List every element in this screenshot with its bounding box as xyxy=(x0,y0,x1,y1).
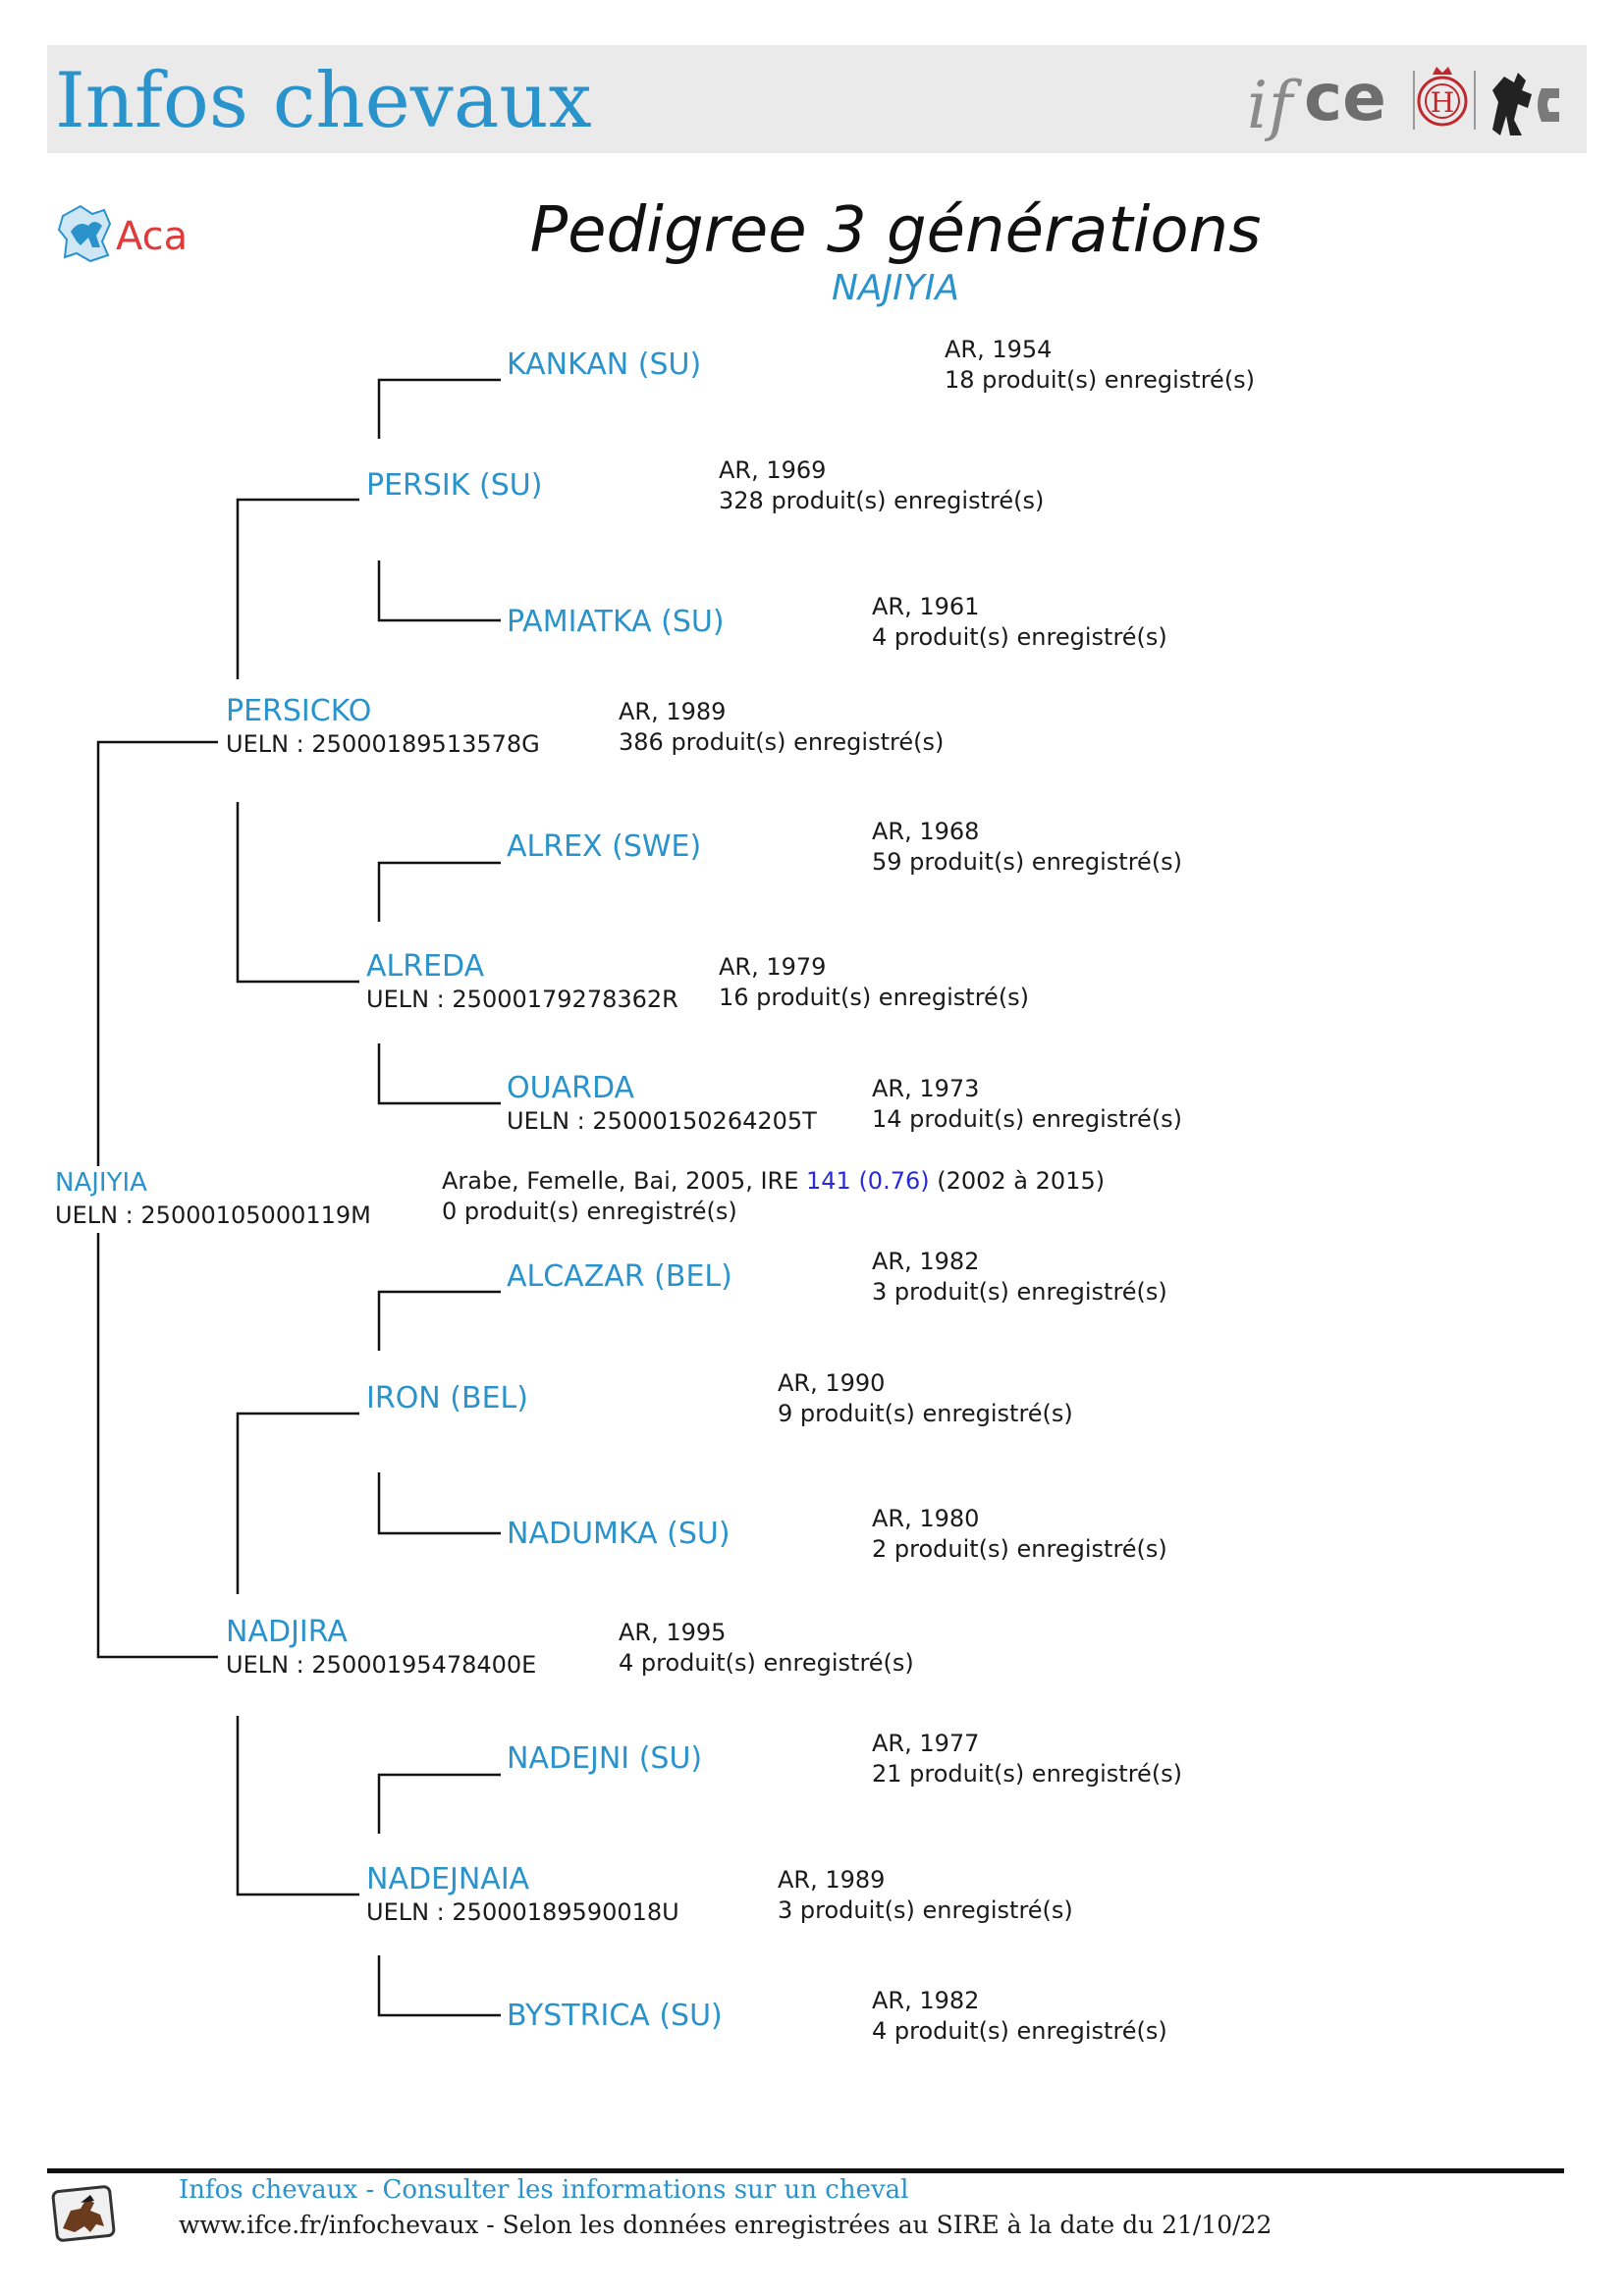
great-grandparent-name-link[interactable]: KANKAN (SU) xyxy=(507,347,702,382)
subject-products: 0 produit(s) enregistré(s) xyxy=(442,1198,737,1225)
sire-products: 386 produit(s) enregistré(s) xyxy=(619,728,945,756)
great-grandparent-node: OUARDA UELN : 25000150264205T xyxy=(507,1072,817,1137)
great-grandparent-name-link[interactable]: PAMIATKA (SU) xyxy=(507,605,725,639)
grandparent-breed-year: AR, 1990 xyxy=(778,1369,886,1397)
svg-text:i: i xyxy=(1247,68,1268,143)
great-grandparent-products: 59 produit(s) enregistré(s) xyxy=(872,848,1183,876)
grandparent-products: 328 produit(s) enregistré(s) xyxy=(719,487,1045,514)
subject-info: Arabe, Femelle, Bai, 2005, IRE 141 (0.76… xyxy=(442,1166,1105,1227)
great-grandparent-products: 2 produit(s) enregistré(s) xyxy=(872,1535,1167,1563)
tablet-horse-icon xyxy=(51,2185,116,2242)
great-grandparent-breed-year: AR, 1977 xyxy=(872,1730,980,1757)
page-title: Pedigree 3 générations xyxy=(529,194,1262,267)
great-grandparent-breed-year: AR, 1973 xyxy=(872,1075,980,1102)
sire-ueln: UELN : 25000189513578G xyxy=(226,730,540,758)
dam-info: AR, 1995 4 produit(s) enregistré(s) xyxy=(619,1618,914,1679)
great-grandparent-name-link[interactable]: ALCAZAR (BEL) xyxy=(507,1259,732,1294)
great-grandparent-node: BYSTRICA (SU) xyxy=(507,2000,723,2033)
dam-name-link[interactable]: NADJIRA xyxy=(226,1615,348,1649)
great-grandparent-info: AR, 1973 14 produit(s) enregistré(s) xyxy=(872,1074,1182,1135)
great-grandparent-node: NADEJNI (SU) xyxy=(507,1742,702,1776)
subject-info-suffix: (2002 à 2015) xyxy=(929,1167,1106,1195)
sire-name-link[interactable]: PERSICKO xyxy=(226,694,372,728)
great-grandparent-info: AR, 1968 59 produit(s) enregistré(s) xyxy=(872,817,1182,878)
ire-link[interactable]: 141 (0.76) xyxy=(806,1167,930,1195)
grandparent-node: IRON (BEL) xyxy=(366,1382,528,1415)
grandparent-info: AR, 1979 16 produit(s) enregistré(s) xyxy=(719,952,1029,1013)
subject-ueln: UELN : 25000105000119M xyxy=(55,1201,371,1229)
aca-logo[interactable]: Aca xyxy=(57,202,194,265)
subject-node: NAJIYIA UELN : 25000105000119M xyxy=(55,1166,371,1231)
dam-breed-year: AR, 1995 xyxy=(619,1619,727,1646)
great-grandparent-node: NADUMKA (SU) xyxy=(507,1518,731,1551)
great-grandparent-name-link[interactable]: NADUMKA (SU) xyxy=(507,1517,731,1551)
svg-text:Aca: Aca xyxy=(116,214,188,259)
svg-text:H: H xyxy=(1431,86,1454,119)
grandparent-info: AR, 1990 9 produit(s) enregistré(s) xyxy=(778,1368,1073,1429)
great-grandparent-name-link[interactable]: ALREX (SWE) xyxy=(507,829,702,864)
grandparent-node: PERSIK (SU) xyxy=(366,469,542,503)
great-grandparent-breed-year: AR, 1980 xyxy=(872,1505,980,1532)
grandparent-products: 9 produit(s) enregistré(s) xyxy=(778,1400,1073,1427)
great-grandparent-products: 4 produit(s) enregistré(s) xyxy=(872,623,1167,651)
grandparent-info: AR, 1989 3 produit(s) enregistré(s) xyxy=(778,1865,1073,1926)
sire-info: AR, 1989 386 produit(s) enregistré(s) xyxy=(619,697,944,758)
great-grandparent-breed-year: AR, 1968 xyxy=(872,818,980,845)
grandparent-breed-year: AR, 1979 xyxy=(719,953,827,981)
grandparent-products: 3 produit(s) enregistré(s) xyxy=(778,1896,1073,1924)
ifce-logo[interactable]: i f ce H xyxy=(1247,51,1591,149)
dam-products: 4 produit(s) enregistré(s) xyxy=(619,1649,914,1677)
subject-name-link[interactable]: NAJIYIA xyxy=(55,1168,147,1198)
great-grandparent-ueln: UELN : 25000150264205T xyxy=(507,1107,817,1135)
great-grandparent-node: ALCAZAR (BEL) xyxy=(507,1260,732,1294)
great-grandparent-products: 4 produit(s) enregistré(s) xyxy=(872,2017,1167,2045)
grandparent-breed-year: AR, 1989 xyxy=(778,1866,886,1894)
svg-text:ce: ce xyxy=(1304,60,1386,135)
footer-source-note: www.ifce.fr/infochevaux - Selon les donn… xyxy=(179,2211,1272,2239)
grandparent-node: ALREDA UELN : 25000179278362R xyxy=(366,950,678,1015)
grandparent-products: 16 produit(s) enregistré(s) xyxy=(719,984,1030,1011)
grandparent-name-link[interactable]: ALREDA xyxy=(366,949,485,984)
grandparent-node: NADEJNAIA UELN : 25000189590018U xyxy=(366,1863,679,1928)
dam-ueln: UELN : 25000195478400E xyxy=(226,1651,537,1679)
grandparent-ueln: UELN : 25000189590018U xyxy=(366,1898,679,1926)
grandparent-breed-year: AR, 1969 xyxy=(719,456,827,484)
grandparent-name-link[interactable]: PERSIK (SU) xyxy=(366,468,543,503)
great-grandparent-info: AR, 1980 2 produit(s) enregistré(s) xyxy=(872,1504,1167,1565)
grandparent-info: AR, 1969 328 produit(s) enregistré(s) xyxy=(719,455,1044,516)
footer-link-infos-chevaux[interactable]: Infos chevaux - Consulter les informatio… xyxy=(179,2175,909,2205)
great-grandparent-breed-year: AR, 1982 xyxy=(872,1987,980,2014)
great-grandparent-info: AR, 1954 18 produit(s) enregistré(s) xyxy=(945,335,1255,396)
great-grandparent-products: 3 produit(s) enregistré(s) xyxy=(872,1278,1167,1306)
great-grandparent-breed-year: AR, 1954 xyxy=(945,336,1053,363)
great-grandparent-products: 18 produit(s) enregistré(s) xyxy=(945,366,1256,394)
dam-node: NADJIRA UELN : 25000195478400E xyxy=(226,1616,536,1681)
great-grandparent-products: 21 produit(s) enregistré(s) xyxy=(872,1760,1183,1788)
great-grandparent-name-link[interactable]: OUARDA xyxy=(507,1071,635,1105)
great-grandparent-info: AR, 1982 4 produit(s) enregistré(s) xyxy=(872,1986,1167,2047)
great-grandparent-breed-year: AR, 1982 xyxy=(872,1248,980,1275)
grandparent-ueln: UELN : 25000179278362R xyxy=(366,986,678,1013)
great-grandparent-breed-year: AR, 1961 xyxy=(872,593,980,620)
header-band xyxy=(47,45,1587,153)
great-grandparent-info: AR, 1961 4 produit(s) enregistré(s) xyxy=(872,592,1167,653)
grandparent-name-link[interactable]: IRON (BEL) xyxy=(366,1381,528,1415)
great-grandparent-products: 14 produit(s) enregistré(s) xyxy=(872,1105,1183,1133)
great-grandparent-name-link[interactable]: NADEJNI (SU) xyxy=(507,1741,703,1776)
great-grandparent-node: ALREX (SWE) xyxy=(507,830,701,864)
page-subtitle-horse-name: NAJIYIA xyxy=(831,268,960,308)
great-grandparent-node: KANKAN (SU) xyxy=(507,348,701,382)
sire-breed-year: AR, 1989 xyxy=(619,698,727,725)
great-grandparent-name-link[interactable]: BYSTRICA (SU) xyxy=(507,1999,723,2033)
great-grandparent-info: AR, 1982 3 produit(s) enregistré(s) xyxy=(872,1247,1167,1308)
footer-rule xyxy=(47,2168,1564,2173)
great-grandparent-node: PAMIATKA (SU) xyxy=(507,606,725,639)
great-grandparent-info: AR, 1977 21 produit(s) enregistré(s) xyxy=(872,1729,1182,1789)
grandparent-name-link[interactable]: NADEJNAIA xyxy=(366,1862,530,1896)
sire-node: PERSICKO UELN : 25000189513578G xyxy=(226,695,540,760)
subject-info-prefix: Arabe, Femelle, Bai, 2005, IRE xyxy=(442,1167,806,1195)
site-title: Infos chevaux xyxy=(55,57,592,145)
